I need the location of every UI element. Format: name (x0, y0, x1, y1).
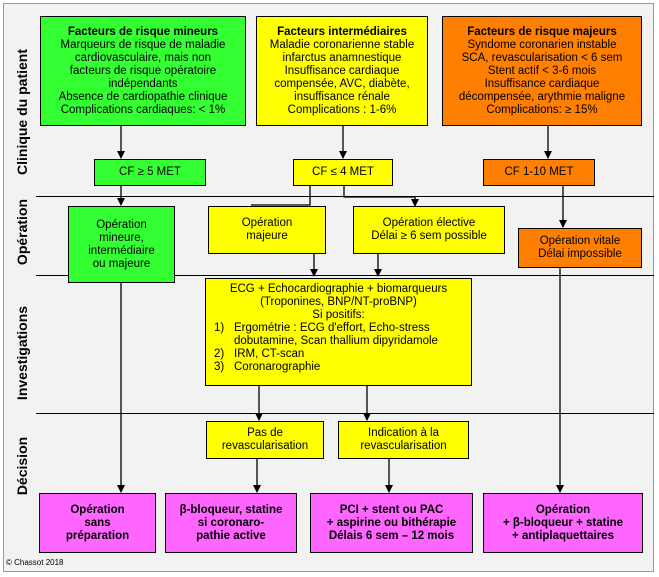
intermediate-risk-line: infarctus anamnestique (282, 51, 402, 64)
intermediate-risk-line: Maladie coronarienne stable (269, 38, 415, 51)
operation-line: mineure, (99, 231, 144, 244)
major-risk-box: Facteurs de risque majeurs Syndome coron… (442, 16, 642, 126)
minor-risk-line: cardiovasculaire, mais non (74, 51, 212, 64)
revasc-box: Indication à la revascularisation (338, 421, 469, 459)
cf-minor-label: CF ≥ 5 MET (119, 166, 181, 178)
outcome-line: + β-bloqueur + statine (502, 516, 624, 529)
investigations-line: (Troponines, BNP/NT-proBNP) (260, 296, 417, 308)
cf-major-label: CF 1-10 MET (504, 166, 574, 178)
cf-minor-box: CF ≥ 5 MET (94, 159, 206, 186)
intermediate-risk-line: Complications : 1-6% (287, 103, 397, 116)
outcome-line: Opération (535, 503, 591, 516)
decision-line: revascularisation (221, 440, 309, 452)
major-risk-title: Facteurs de risque majeurs (467, 25, 617, 38)
investigations-item: 1) Ergométrie : ECG d'effort, Echo-stres… (214, 322, 463, 348)
outcome-operation-box: Opération + β-bloqueur + statine + antip… (483, 493, 643, 553)
copyright-text: © Chassot 2018 (6, 558, 64, 567)
outcome-beta-box: β-bloqueur, statine si coronaro- pathie … (165, 493, 297, 553)
major-risk-line: décompensée, arythmie maligne (458, 90, 626, 103)
operation-line: Opération élective (382, 217, 476, 229)
major-risk-line: Insuffisance cardiaque (484, 77, 600, 90)
outcome-line: PCI + stent ou PAC (339, 503, 444, 516)
major-risk-line: Syndome coronarien instable (467, 38, 617, 51)
outcome-line: β-bloqueur, statine (179, 503, 283, 516)
minor-risk-title: Facteurs de risque mineurs (67, 25, 219, 38)
decision-line: Indication à la (368, 427, 439, 439)
operation-line: ou majeure (92, 257, 151, 270)
outcome-line: sans (84, 516, 111, 529)
cf-major-box: CF 1-10 MET (483, 159, 595, 186)
item-text: Ergométrie : ECG d'effort, Echo-stress d… (234, 322, 438, 347)
outcome-line: Délais 6 sem – 12 mois (328, 529, 455, 542)
item-text: IRM, CT-scan (234, 348, 305, 360)
operation-minor-box: Opération mineure, intermédiaire ou maje… (68, 206, 175, 283)
minor-risk-box: Facteurs de risque mineurs Marqueurs de … (40, 16, 246, 126)
no-revasc-box: Pas de revascularisation (206, 421, 324, 459)
operation-line: intermédiaire (88, 244, 155, 257)
major-risk-line: SCA, revascularisation < 6 sem (461, 51, 623, 64)
operation-line: majeure (246, 230, 288, 242)
operation-line: Opération (96, 218, 147, 231)
operation-line: Délai ≥ 6 sem possible (371, 230, 487, 242)
outcome-line: préparation (65, 529, 130, 542)
item-text: Coronarographie (234, 361, 321, 373)
outcome-line: Opération (70, 503, 125, 516)
outcome-line: si coronaro- (197, 516, 265, 529)
item-number: 3) (214, 361, 225, 373)
decision-line: Pas de (247, 427, 283, 439)
operation-line: Opération (241, 217, 293, 229)
investigations-line: Si positifs: (312, 309, 365, 321)
outcome-line: + antiplaquettaires (512, 529, 614, 542)
outcome-line: pathie active (196, 529, 266, 542)
item-number: 2) (214, 348, 225, 360)
intermediate-risk-title: Facteurs intermédiaires (277, 25, 407, 38)
minor-risk-line: indépendants (108, 77, 178, 90)
item-number: 1) (214, 322, 225, 334)
operation-line: Délai impossible (538, 248, 622, 260)
minor-risk-line: Marqueurs de risque de maladie (60, 38, 226, 51)
minor-risk-line: Absence de cardiopathie clinique (58, 90, 228, 103)
cf-intermediate-box: CF ≤ 4 MET (293, 159, 393, 186)
cf-intermediate-label: CF ≤ 4 MET (312, 166, 374, 178)
investigations-item: 2) IRM, CT-scan (214, 348, 463, 361)
outcome-pci-box: PCI + stent ou PAC + aspirine ou bithéra… (310, 493, 473, 553)
outcome-line: + aspirine ou bithérapie (326, 516, 457, 529)
intermediate-risk-line: insuffisance rénale (294, 90, 390, 103)
decision-line: revascularisation (360, 440, 447, 452)
separator-line (36, 413, 654, 414)
outcome-no-prep-box: Opération sans préparation (39, 493, 156, 553)
major-risk-line: Complications: ≥ 15% (486, 103, 598, 116)
investigations-item: 3) Coronarographie (214, 361, 463, 374)
operation-vital-box: Opération vitale Délai impossible (518, 228, 642, 268)
intermediate-risk-line: compensée, AVC, diabète, (274, 77, 410, 90)
major-risk-line: Stent actif < 3-6 mois (487, 64, 597, 77)
operation-elective-box: Opération élective Délai ≥ 6 sem possibl… (353, 206, 505, 254)
operation-line: Opération vitale (539, 235, 621, 247)
separator-line (36, 275, 654, 276)
investigations-line: ECG + Echocardiographie + biomarqueurs (229, 283, 448, 295)
minor-risk-line: facteurs de risque opératoire (69, 64, 217, 77)
investigations-box: ECG + Echocardiographie + biomarqueurs (… (205, 278, 472, 386)
operation-major-box: Opération majeure (208, 206, 326, 254)
intermediate-risk-line: Insuffisance cardiaque (284, 64, 400, 77)
intermediate-risk-box: Facteurs intermédiaires Maladie coronari… (256, 16, 428, 126)
minor-risk-line: Complications cardiaques: < 1% (60, 103, 226, 116)
